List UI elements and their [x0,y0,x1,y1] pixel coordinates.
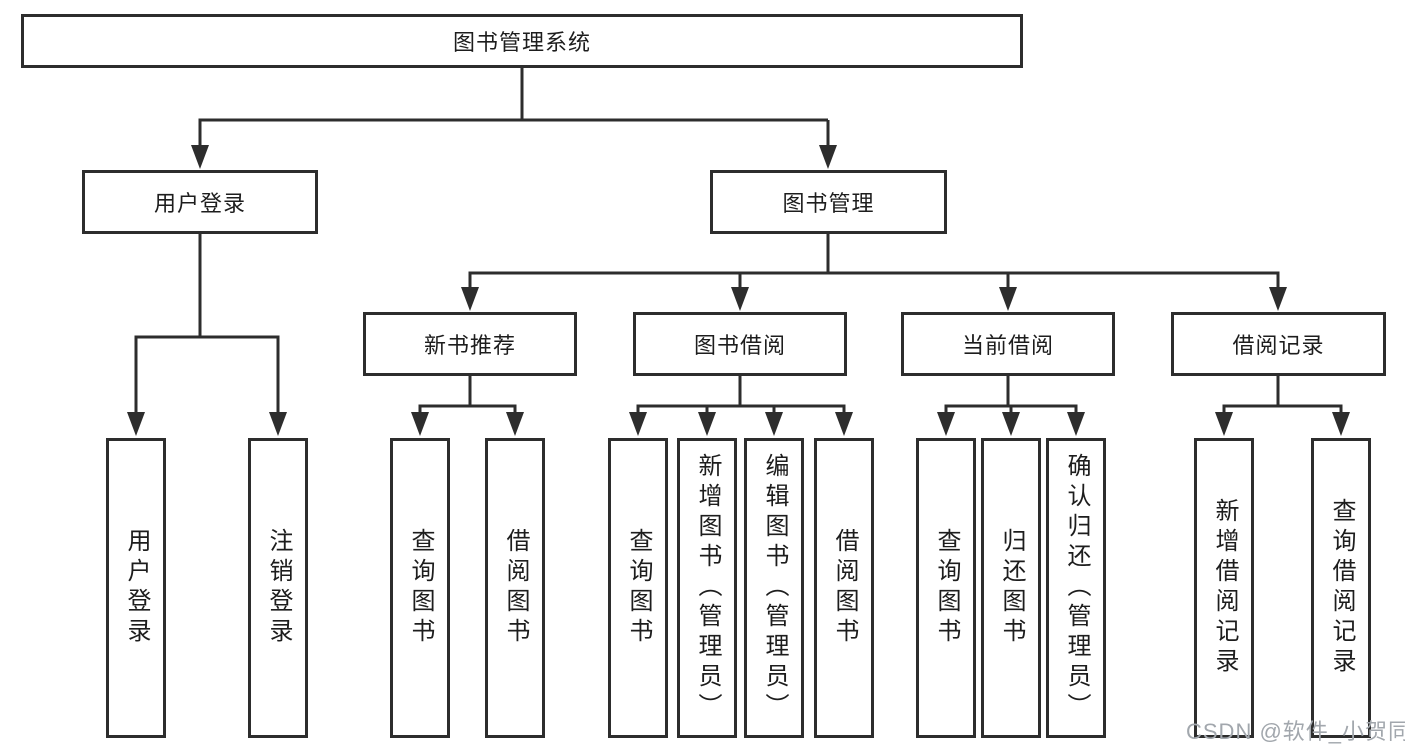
leaf-query-books-current: 查询图书 [916,438,976,738]
leaf-edit-book-admin-label: 编辑图书（管理员） [761,453,788,723]
leaf-query-books-current-label: 查询图书 [933,528,960,648]
leaf-confirm-return-admin: 确认归还（管理员） [1046,438,1106,738]
leaf-query-borrow-record-label: 查询借阅记录 [1328,498,1355,678]
node-root-label: 图书管理系统 [452,30,591,55]
leaf-user-login-label: 用户登录 [123,528,150,648]
node-current-borrow: 当前借阅 [901,312,1115,376]
leaf-query-books-borrow-label: 查询图书 [625,528,652,648]
leaf-add-borrow-record: 新增借阅记录 [1194,438,1254,738]
leaf-return-book: 归还图书 [981,438,1041,738]
csdn-watermark: CSDN @软件_小贺同学 [1186,719,1405,744]
leaf-logout-login-label: 注销登录 [265,528,292,648]
leaf-query-books-recommend: 查询图书 [390,438,450,738]
node-book-management-label: 图书管理 [782,191,875,216]
leaf-confirm-return-admin-label: 确认归还（管理员） [1063,453,1090,723]
node-user-login: 用户登录 [82,170,318,234]
leaf-borrow-books: 借阅图书 [814,438,874,738]
leaf-borrow-books-label: 借阅图书 [831,528,858,648]
leaf-query-borrow-record: 查询借阅记录 [1311,438,1371,738]
node-root-system: 图书管理系统 [21,14,1023,68]
node-book-management: 图书管理 [710,170,947,234]
node-user-login-label: 用户登录 [153,191,246,216]
leaf-add-borrow-record-label: 新增借阅记录 [1211,498,1238,678]
leaf-add-book-admin-label: 新增图书（管理员） [694,453,721,723]
leaf-borrow-books-recommend-label: 借阅图书 [502,528,529,648]
leaf-borrow-books-recommend: 借阅图书 [485,438,545,738]
leaf-logout-login: 注销登录 [248,438,308,738]
leaf-add-book-admin: 新增图书（管理员） [677,438,737,738]
leaf-query-books-borrow: 查询图书 [608,438,668,738]
leaf-query-books-recommend-label: 查询图书 [407,528,434,648]
node-new-book-recommend: 新书推荐 [363,312,577,376]
node-borrow-records: 借阅记录 [1171,312,1386,376]
leaf-edit-book-admin: 编辑图书（管理员） [744,438,804,738]
node-book-borrow: 图书借阅 [633,312,847,376]
leaf-user-login: 用户登录 [106,438,166,738]
node-borrow-records-label: 借阅记录 [1232,333,1325,358]
node-book-borrow-label: 图书借阅 [693,333,786,358]
leaf-return-book-label: 归还图书 [998,528,1025,648]
node-current-borrow-label: 当前借阅 [961,333,1054,358]
node-new-book-recommend-label: 新书推荐 [423,333,516,358]
